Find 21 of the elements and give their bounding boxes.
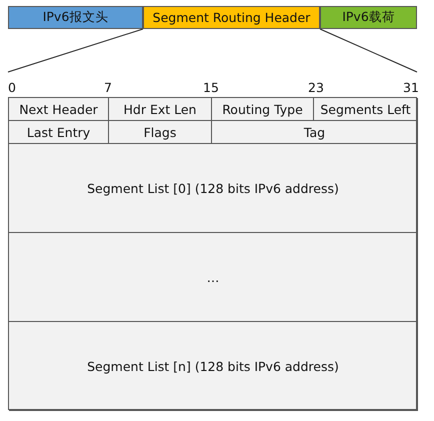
header-field: Routing Type bbox=[212, 98, 314, 121]
header-field: Flags bbox=[109, 121, 212, 144]
bit-position-label: 0 bbox=[8, 80, 16, 95]
bit-position-label: 31 bbox=[403, 80, 419, 95]
packet-segment: Segment Routing Header bbox=[143, 6, 320, 29]
header-field: Next Header bbox=[9, 98, 109, 121]
header-field: Hdr Ext Len bbox=[109, 98, 212, 121]
header-table bbox=[8, 97, 417, 410]
expansion-line bbox=[8, 28, 144, 72]
packet-segment: IPv6报文头 bbox=[8, 6, 143, 29]
packet-segment: IPv6载荷 bbox=[320, 6, 417, 29]
bit-position-label: 7 bbox=[104, 80, 112, 95]
bit-position-label: 15 bbox=[203, 80, 219, 95]
header-field: … bbox=[9, 233, 418, 322]
header-field: Segment List [n] (128 bits IPv6 address) bbox=[9, 322, 418, 411]
header-field: Segments Left bbox=[314, 98, 418, 121]
header-field: Tag bbox=[212, 121, 418, 144]
header-field: Segment List [0] (128 bits IPv6 address) bbox=[9, 144, 418, 233]
header-field: Last Entry bbox=[9, 121, 109, 144]
expansion-line bbox=[320, 28, 418, 72]
bit-position-label: 23 bbox=[308, 80, 324, 95]
